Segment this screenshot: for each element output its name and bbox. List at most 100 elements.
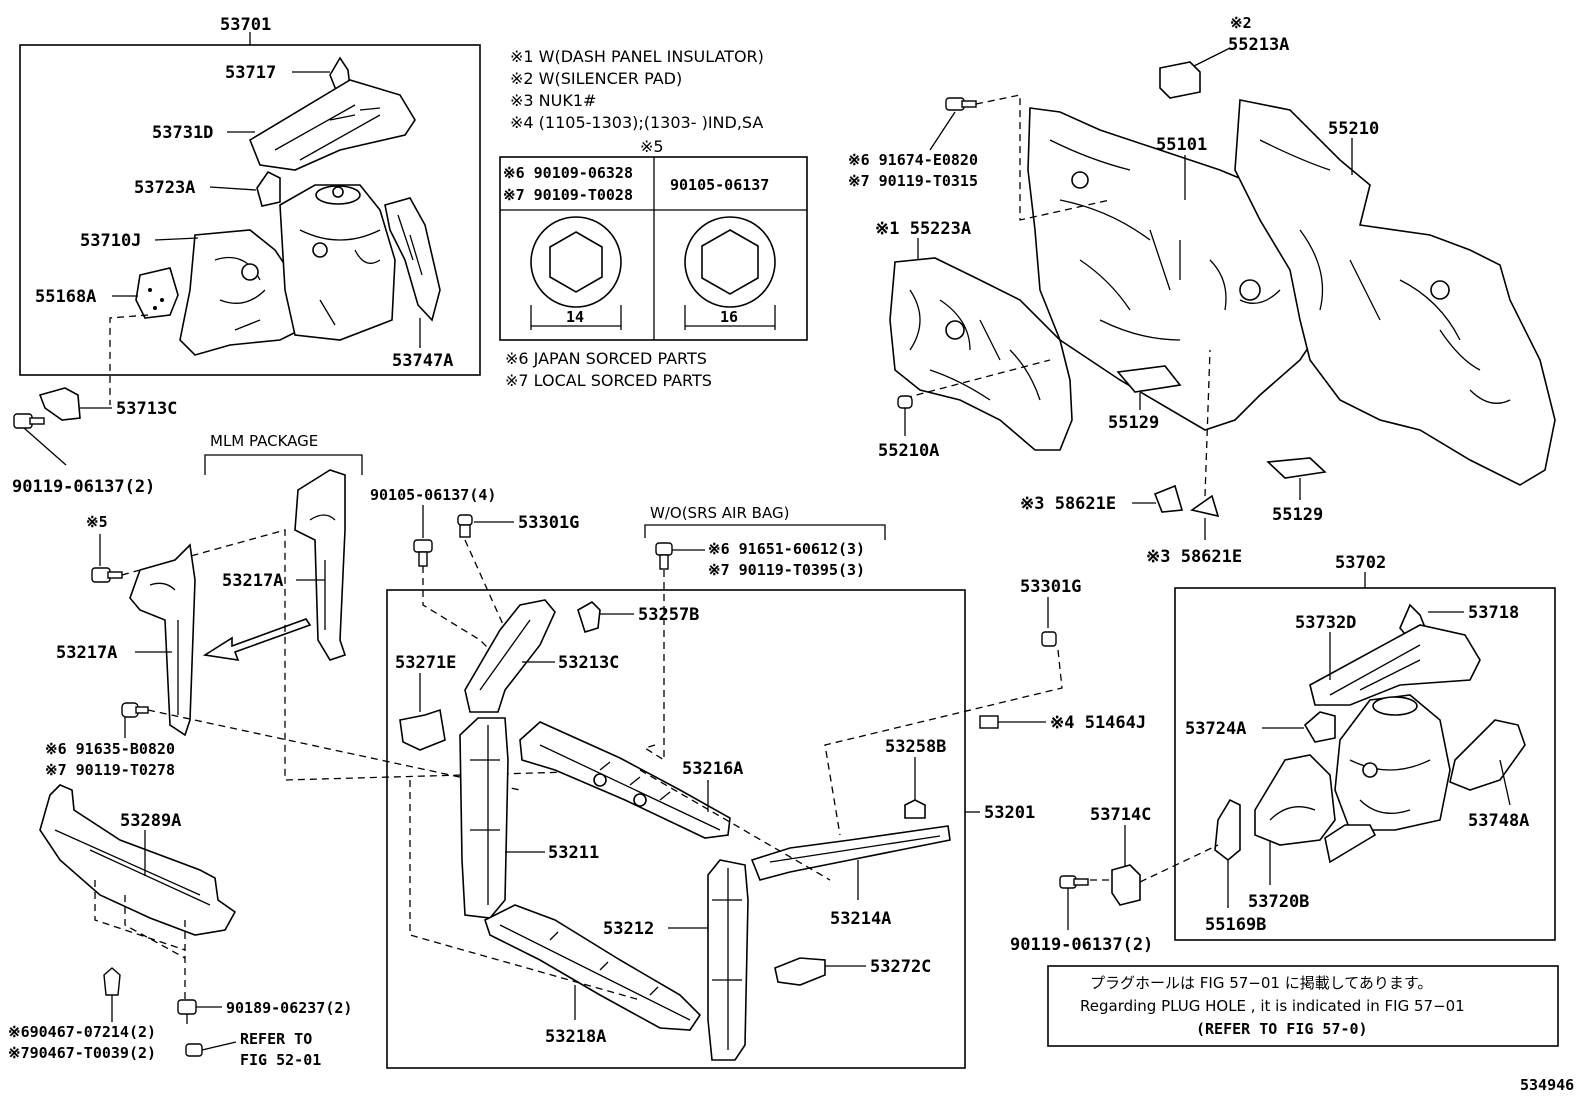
plug-note-ref: (REFER TO FIG 57-0) — [1196, 1020, 1368, 1038]
bolt-91674-e0820 — [945, 97, 977, 111]
label-55168a: 55168A — [35, 287, 96, 307]
figure-id: 534946 — [1520, 1076, 1574, 1094]
part-53211 — [459, 717, 509, 919]
part-53213c — [464, 599, 556, 713]
label-53257b: 53257B — [638, 605, 699, 625]
label-53214a: 53214A — [830, 909, 891, 929]
label-53747a: 53747A — [392, 351, 453, 371]
part-53218a — [484, 904, 702, 1031]
ref-2: ※2 — [1230, 14, 1252, 32]
label-53217a-a: 53217A — [222, 571, 283, 591]
label-53714c: 53714C — [1090, 805, 1151, 825]
bolt-ref5 — [91, 567, 123, 583]
label-53271e: 53271E — [395, 653, 456, 673]
part-53272c — [774, 957, 826, 986]
label-53201: 53201 — [984, 803, 1035, 823]
part-strut-tower — [279, 184, 396, 341]
label-91674-e0820: ※6 91674-E0820 — [848, 151, 978, 169]
part-58621e-b — [1190, 494, 1220, 518]
label-53732d: 53732D — [1295, 613, 1356, 633]
part-53216a — [519, 721, 731, 839]
part-55129-b — [1266, 457, 1327, 479]
part-53301g-a — [457, 514, 473, 538]
note-6: ※6 JAPAN SORCED PARTS — [505, 349, 707, 368]
note-5: ※5 — [640, 137, 664, 156]
part-53257b — [577, 601, 601, 633]
label-55223a: ※1 55223A — [875, 219, 971, 239]
label-53718: 53718 — [1468, 603, 1519, 623]
part-55169b — [1214, 798, 1241, 862]
part-53271e — [399, 708, 446, 751]
mlm-package-label: MLM PACKAGE — [210, 432, 318, 450]
part-53713c — [38, 387, 81, 421]
hex-size-14: 14 — [566, 308, 584, 326]
part-53748a — [1449, 719, 1526, 791]
label-53724a: 53724A — [1185, 719, 1246, 739]
label-53217a-b: 53217A — [56, 643, 117, 663]
part-55213a — [1159, 61, 1201, 99]
label-55213a: 55213A — [1228, 35, 1289, 55]
table-col1-row1: ※6 90109-06328 — [503, 164, 633, 182]
label-90119-06137-2b: 90119-06137(2) — [1010, 935, 1153, 955]
part-53731d — [249, 79, 416, 171]
part-51464j — [979, 715, 999, 729]
label-53211: 53211 — [548, 843, 599, 863]
part-53720b — [1254, 754, 1336, 846]
label-55210a: 55210A — [878, 441, 939, 461]
label-55129-a: 55129 — [1108, 413, 1159, 433]
label-53212: 53212 — [603, 919, 654, 939]
label-90119-t0315: ※7 90119-T0315 — [848, 172, 978, 190]
part-53258b — [904, 799, 926, 819]
label-90467-t0039: ※790467-T0039(2) — [8, 1044, 156, 1062]
part-55168a — [135, 267, 179, 319]
plug-note-jp: プラグホールは FIG 57−01 に掲載してあります。 — [1090, 974, 1432, 992]
part-53217a-lower — [129, 543, 196, 737]
part-53714c — [1111, 864, 1141, 906]
label-90189-06237: 90189-06237(2) — [226, 999, 352, 1017]
part-55223a — [889, 257, 1073, 451]
label-90105-06137-4: 90105-06137(4) — [370, 486, 496, 504]
label-53218a: 53218A — [545, 1027, 606, 1047]
note-1: ※1 W(DASH PANEL INSULATOR) — [510, 47, 764, 66]
label-53301g-b: 53301G — [1020, 577, 1081, 597]
note-3: ※3 NUK1# — [510, 91, 596, 110]
label-53723a: 53723A — [134, 178, 195, 198]
clip-55210a — [897, 395, 913, 436]
hex-size-16: 16 — [720, 308, 738, 326]
part-53217a-upper — [294, 469, 347, 661]
part-53723a — [256, 170, 281, 207]
label-53713c: 53713C — [116, 399, 177, 419]
label-53710j: 53710J — [80, 231, 141, 251]
plug-hole-note-box — [1047, 965, 1559, 1047]
label-90467-07214: ※690467-07214(2) — [8, 1023, 156, 1041]
label-53272c: 53272C — [870, 957, 931, 977]
group-box-53702 — [1174, 587, 1556, 941]
plug-note-en: Regarding PLUG HOLE , it is indicated in… — [1080, 997, 1465, 1015]
label-58621e-b: ※3 58621E — [1146, 547, 1242, 567]
label-90119-06137-2a: 90119-06137(2) — [12, 477, 155, 497]
label-91635-b0820: ※6 91635-B0820 — [45, 740, 175, 758]
label-53717: 53717 — [225, 63, 276, 83]
label-90119-t0395: ※7 90119-T0395(3) — [708, 561, 865, 579]
label-53701: 53701 — [220, 15, 271, 35]
bolt-90119-06137-left — [13, 413, 45, 429]
bolt-91635-b0820 — [121, 702, 149, 718]
label-fig-52-01: FIG 52-01 — [240, 1051, 321, 1069]
label-90119-t0278: ※7 90119-T0278 — [45, 761, 175, 779]
label-58621e-a: ※3 58621E — [1020, 494, 1116, 514]
note-2: ※2 W(SILENCER PAD) — [510, 69, 682, 88]
part-53710j — [179, 229, 301, 356]
label-53289a: 53289A — [120, 811, 181, 831]
group-box-53201 — [386, 589, 966, 1069]
bolt-refer — [185, 1043, 203, 1057]
part-53289a — [39, 784, 237, 936]
part-53732d — [1309, 624, 1481, 706]
label-53301g-a: 53301G — [518, 513, 579, 533]
label-53731d: 53731D — [152, 123, 213, 143]
part-58621e-a — [1153, 484, 1184, 513]
part-53301g-b — [1041, 631, 1057, 647]
note-4: ※4 (1105-1303);(1303- )IND,SA — [510, 113, 763, 132]
arrow-icon — [202, 618, 312, 661]
label-refer-to: REFER TO — [240, 1030, 312, 1048]
